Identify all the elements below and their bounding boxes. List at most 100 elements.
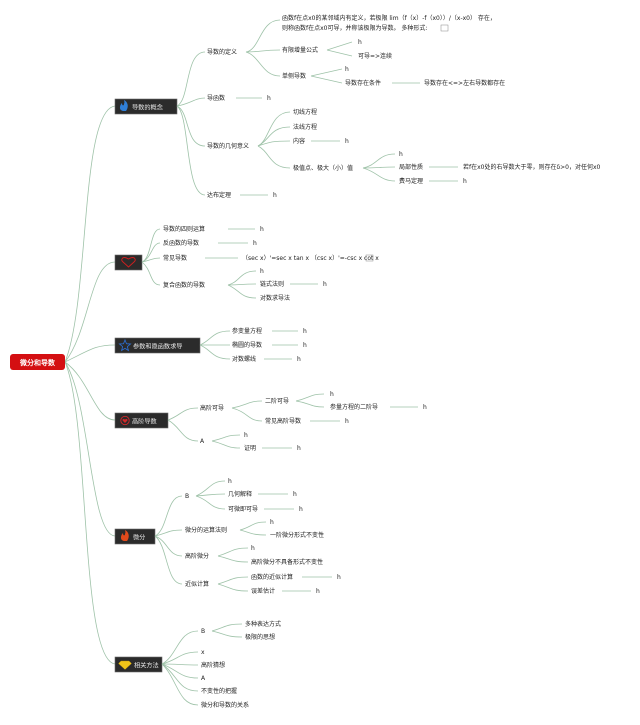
node-s4-A-h: h [244,432,248,439]
node-approx-fn[interactable]: 函数的近似计算 [251,573,293,581]
node-logspiral[interactable]: 对数螺线 [232,355,256,363]
node-normal: 法线方程 [293,123,317,131]
node-composite[interactable]: 复合函数的导数 [163,281,205,289]
differential-nodes: B h 几何解释 h 可微即可导 h 微分的运算法则 h 一阶微分形式不变性 高… [185,478,341,595]
node-def[interactable]: 导数的定义 [207,48,237,56]
node-inner[interactable]: 内容 [293,137,305,145]
node-ellipse[interactable]: 椭圆的导数 [232,341,262,349]
section-label: 导数的概念 [132,104,163,112]
diamond-icon [118,660,132,670]
root-label: 微分和导数 [19,358,56,367]
node-ellipse-h: h [303,342,307,349]
node-geomean-h: h [293,491,297,498]
node-highdiff-h: h [251,545,255,552]
node-geo[interactable]: 导数的几何意义 [207,142,249,150]
param-connectors [199,330,298,360]
root-node[interactable]: 微分和导数 [10,354,65,370]
node-inverse[interactable]: 反函数的导数 [163,239,199,247]
node-s6-limit: 极限的思想 [245,633,275,641]
node-tangent: 切线方程 [293,108,317,116]
node-extrema[interactable]: 极值点、极大（小）值 [293,164,353,172]
section-concept[interactable]: 导数的概念 [114,98,178,115]
node-s6-A: A [201,675,206,682]
node-fermat-h: h [463,178,467,185]
node-s6-relation: 微分和导数的关系 [201,701,249,709]
node-diffrule-h: h [270,519,274,526]
section-differential[interactable]: 微分 [114,528,156,545]
section-higher[interactable]: 高阶导数 [114,412,169,429]
section-label: 相关方法 [134,662,159,670]
node-common-high[interactable]: 常见高阶导数 [265,417,301,425]
node-finite-cont: 可导=>连续 [358,52,392,60]
heart-circle-icon [120,415,130,426]
node-darboux[interactable]: 达布定理 [207,191,231,199]
node-param2-h: h [423,404,427,411]
node-approx[interactable]: 近似计算 [185,580,209,588]
node-geomean[interactable]: 几何解释 [228,490,252,498]
node-proof[interactable]: 证明 [244,445,256,452]
higher-nodes: 高阶可导 二阶可导 h 参量方程的二阶导 h 常见高阶导数 h A h 证明 h [200,391,427,452]
node-diffable[interactable]: 可微即可导 [228,505,258,513]
node-param[interactable]: 参变量方程 [232,327,262,335]
node-fermat[interactable]: 费马定理 [399,177,423,185]
node-chain[interactable]: 链式法则 [260,280,284,288]
node-s5-B[interactable]: B [185,493,189,500]
node-arith-h: h [260,226,264,233]
node-proof-h: h [297,445,301,452]
node-finite[interactable]: 有限增量公式 [282,46,318,54]
node-local[interactable]: 局部性质 [399,163,423,171]
node-derivfn[interactable]: 导函数 [207,94,225,102]
node-logdiff: 对数求导法 [260,294,290,302]
node-darboux-h: h [273,192,277,199]
node-local-text: 若f在x0处的右导数大于零，则存在δ>0，对任何x0 [463,163,601,171]
node-onesided-cond[interactable]: 导数存在条件 [345,79,381,87]
node-extrema-h: h [399,151,403,158]
node-diffrule[interactable]: 微分的运算法则 [185,526,227,534]
node-s6-high: 高阶猜想 [201,661,225,669]
image-icon [365,254,374,262]
node-s4-A[interactable]: A [200,438,205,445]
node-s6-B[interactable]: B [201,628,205,635]
node-invariance: 一阶微分形式不变性 [270,531,324,539]
section-methods[interactable]: 相关方法 [114,656,163,673]
node-diffable-h: h [299,506,303,513]
methods-nodes: B 多种表达方式 极限的思想 x 高阶猜想 A 不变性的把握 微分和导数的关系 [201,620,281,709]
node-onesided[interactable]: 单侧导数 [282,72,306,80]
section-rules[interactable] [114,254,143,271]
node-s6-multi: 多种表达方式 [245,620,281,628]
node-param2[interactable]: 参量方程的二阶导 [330,403,378,411]
section-param[interactable]: 参数和隐函数求导 [114,337,201,354]
node-common[interactable]: 常见导数 [163,254,187,262]
node-finite-h: h [358,39,362,46]
node-inner-h: h [345,138,349,145]
section-label: 微分 [133,534,145,542]
node-approx-fn-h: h [337,574,341,581]
star-icon [118,338,132,352]
node-chain-h: h [323,281,327,288]
node-arith[interactable]: 导数的四则运算 [163,225,205,233]
node-highdiff[interactable]: 高阶微分 [185,552,209,560]
node-s5-B-h: h [228,478,232,485]
rules-connectors [141,228,318,299]
node-param-h: h [303,328,307,335]
root-connectors [64,105,116,665]
flame-icon [119,100,128,111]
flame-icon [120,530,129,541]
node-second[interactable]: 二阶可导 [265,397,289,405]
section-label: 参数和隐函数求导 [133,343,183,351]
node-err-h: h [316,588,320,595]
node-common-high-h: h [345,418,349,425]
node-err[interactable]: 误差估计 [251,587,275,595]
node-def-text2: 则称函数f在点x0可导，并称该极限为导数。 多种形式: [282,24,427,32]
node-second-h: h [330,391,334,398]
node-higher[interactable]: 高阶可导 [200,404,224,412]
node-onesided-h: h [345,66,349,73]
concept-nodes: 导数的定义 函数f在点x0的某邻域内有定义，若极限 lim（f（x）-f（x0）… [207,14,601,199]
node-common-text: （sec x）'=sec x tan x （csc x）'=-csc x cot… [242,255,379,262]
node-onesided-cond2: 导数存在<=>左右导数都存在 [424,79,505,87]
node-def-text1: 函数f在点x0的某邻域内有定义，若极限 lim（f（x）-f（x0））/（x-x… [282,14,496,22]
higher-connectors [167,393,418,449]
node-derivfn-h: h [267,95,271,102]
